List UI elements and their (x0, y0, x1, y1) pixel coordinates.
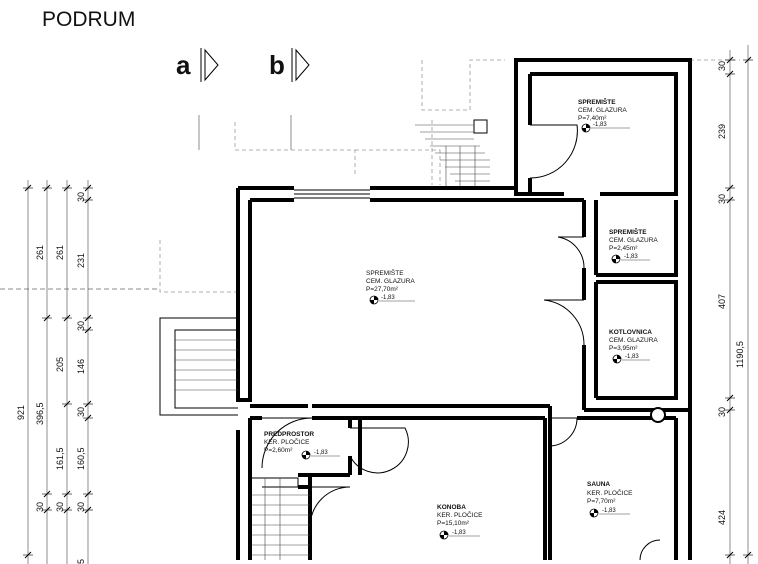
dimension-line-left-1: 921 (16, 180, 29, 564)
dim-label: 30 (35, 502, 45, 512)
dim-label: 231 (76, 253, 86, 268)
dim-label: 396,5 (35, 402, 45, 425)
room-level: -1,83 (624, 254, 638, 260)
room-name: KOTLOVNICA (609, 329, 652, 336)
dim-label: 1190,5 (735, 341, 745, 368)
dim-label: 30 (76, 407, 86, 417)
dim-label: 261 (55, 245, 65, 260)
room-level: -1,83 (314, 450, 328, 456)
room-name: SPREMIŠTE (609, 227, 647, 236)
dim-label: 30 (76, 502, 86, 512)
room-spremiste-1: SPREMIŠTE CEM. GLAZURA P=7,40m² -1,83 (578, 97, 630, 133)
dim-label: 921 (16, 405, 26, 420)
dim-label: 5 (76, 559, 86, 564)
room-name: KONOBA (437, 504, 466, 511)
section-label-a: a (176, 50, 191, 80)
chimney (650, 407, 666, 423)
dim-label: 30 (76, 192, 86, 202)
interior-stair (250, 477, 310, 560)
dimension-ticks (23, 56, 753, 559)
room-predprostor: PREDPROSTOR KER. PLOČICE P=2,60m² -1,83 (264, 431, 340, 460)
dim-label: 160,5 (76, 447, 86, 470)
dim-label: 30 (76, 321, 86, 331)
room-finish: KER. PLOČICE (437, 510, 483, 519)
room-area: P=3,95m² (609, 345, 638, 352)
doors (261, 124, 661, 561)
window (294, 189, 370, 199)
section-label-b: b (269, 50, 285, 80)
dim-label: 261 (35, 245, 45, 260)
level-marker-icon (611, 254, 621, 264)
room-area: P=27,70m² (366, 286, 399, 293)
room-area: P=2,45m² (609, 245, 638, 252)
room-finish: CEM. GLAZURA (578, 107, 627, 114)
dimension-line-left-4: 30 231 30 146 30 160,5 30 5 (76, 180, 89, 564)
room-finish: KER. PLOČICE (587, 488, 633, 497)
exterior-stair (415, 119, 490, 188)
room-area: P=7,40m² (578, 115, 607, 122)
room-spremiste-3: SPREMIŠTE CEM. GLAZURA P=27,70m² -1,83 (366, 268, 415, 305)
room-level: -1,83 (452, 530, 466, 536)
level-marker-icon (301, 450, 311, 460)
room-finish: KER. PLOČICE (264, 437, 310, 446)
room-name: PREDPROSTOR (264, 431, 314, 438)
room-finish: CEM. GLAZURA (609, 237, 658, 244)
room-level: -1,83 (602, 508, 616, 514)
dim-label: 424 (717, 510, 727, 525)
room-sauna: SAUNA KER. PLOČICE P=7,70m² -1,83 (587, 481, 633, 518)
dim-label: 30 (717, 61, 727, 71)
lightwell (175, 339, 238, 391)
level-marker-icon (439, 530, 449, 540)
section-marker-a: a (176, 48, 219, 150)
walls (159, 58, 692, 560)
level-marker-icon (581, 123, 591, 133)
room-spremiste-2: SPREMIŠTE CEM. GLAZURA P=2,45m² -1,83 (609, 227, 658, 264)
room-area: P=15,10m² (437, 520, 470, 527)
room-name: SAUNA (587, 481, 610, 488)
dimension-line-left-3: 261 205 161,5 30 (55, 180, 68, 564)
section-marker-b: b (269, 48, 310, 150)
level-marker-icon (612, 354, 622, 364)
dim-label: 161,5 (55, 447, 65, 470)
room-level: -1,83 (381, 295, 395, 301)
plan-title: PODRUM (42, 8, 136, 31)
dimension-line-right-inner: 30 239 30 407 30 424 (717, 50, 731, 564)
room-level: -1,83 (625, 354, 639, 360)
dim-label: 205 (55, 357, 65, 372)
dim-label: 239 (717, 124, 727, 139)
dimension-line-left-2: 261 396,5 30 (35, 180, 48, 564)
level-marker-icon (369, 295, 379, 305)
dimension-line-right-outer: 1190,5 (735, 45, 749, 564)
dim-label: 407 (717, 294, 727, 309)
room-name: SPREMIŠTE (578, 97, 616, 106)
exterior-outline (159, 59, 740, 293)
room-finish: CEM. GLAZURA (366, 278, 415, 285)
room-level: -1,83 (593, 122, 607, 128)
room-area: P=2,60m² (264, 447, 293, 454)
dim-label: 30 (717, 407, 727, 417)
dim-label: 146 (76, 359, 86, 374)
level-marker-icon (589, 508, 599, 518)
room-name: SPREMIŠTE (366, 268, 404, 277)
room-finish: CEM. GLAZURA (609, 337, 658, 344)
dim-label: 30 (717, 194, 727, 204)
room-area: P=7,70m² (587, 498, 616, 505)
room-konoba: KONOBA KER. PLOČICE P=15,10m² -1,83 (437, 504, 483, 540)
dim-label: 30 (55, 502, 65, 512)
room-kotlovnica: KOTLOVNICA CEM. GLAZURA P=3,95m² -1,83 (609, 329, 658, 364)
